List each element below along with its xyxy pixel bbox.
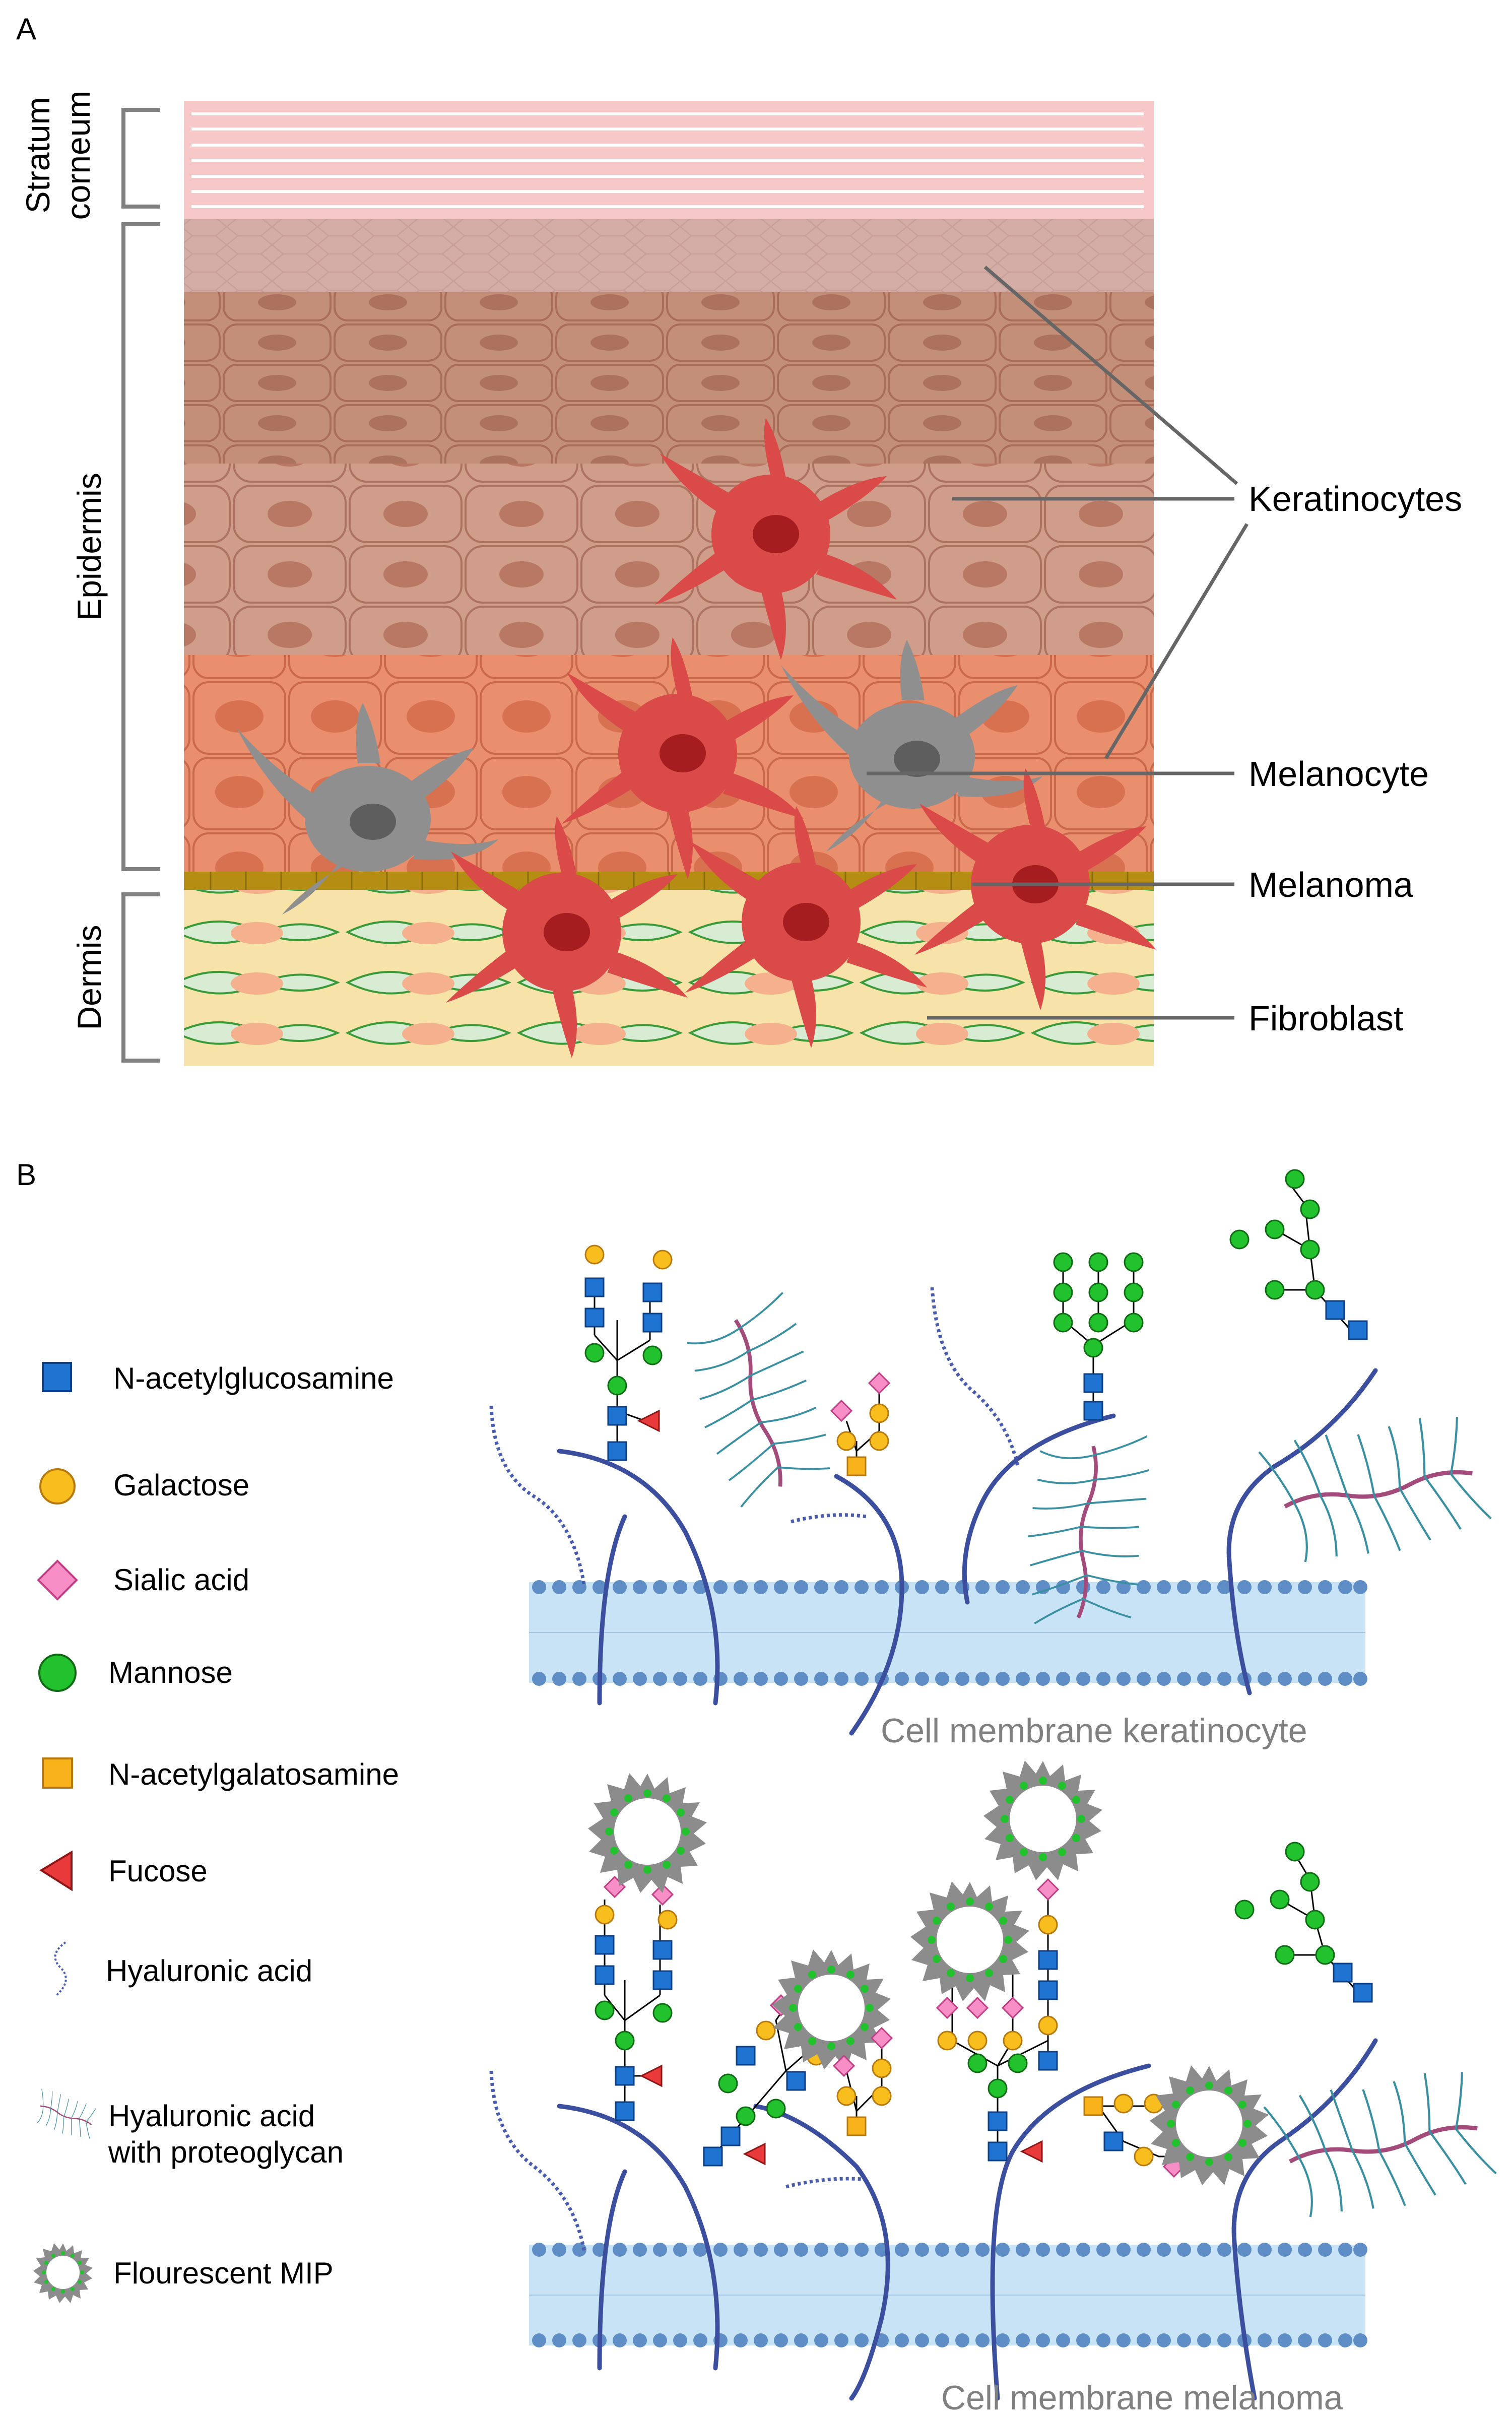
ha-proteoglycan <box>1258 1409 1494 1572</box>
membrane-label-keratinocyte: Cell membrane keratinocyte <box>881 1712 1307 1750</box>
glycan-tree <box>595 1876 678 2121</box>
legend-item-mip: Flourescent MIP <box>33 2243 334 2303</box>
mip-icon <box>33 2243 93 2303</box>
legend-label-mip: Flourescent MIP <box>113 2256 334 2290</box>
fluorescent-mip <box>772 1949 891 2069</box>
legend-item-fucose: Fucose <box>39 1850 208 1891</box>
legend-label-sialic: Sialic acid <box>113 1563 249 1597</box>
panel-label-b: B <box>16 1158 36 1192</box>
layer-brackets <box>121 108 160 1063</box>
glycan-tree <box>584 1245 673 1461</box>
fluorescent-mip <box>983 1760 1102 1880</box>
skin-cross-section <box>184 101 1156 1066</box>
galnac-icon <box>42 1757 73 1789</box>
legend: N-acetylglucosamine Galactose Sialic aci… <box>29 1361 399 2303</box>
glycan-tree <box>936 1965 1049 2163</box>
fucose-icon <box>39 1850 73 1891</box>
legend-label-hap-line1: Hyaluronic acid <box>108 2099 315 2133</box>
hyaluronic-acid-icon <box>54 1941 67 1996</box>
legend-item-mannose: Mannose <box>38 1654 233 1692</box>
melanoma-membrane-scene: Cell membrane melanoma <box>489 1760 1499 2417</box>
hyaluronic-acid-bottom <box>489 2070 862 2253</box>
legend-label-glcnac: N-acetylglucosamine <box>113 1361 394 1395</box>
legend-item-sialic: Sialic acid <box>37 1559 249 1601</box>
legend-item-glcnac: N-acetylglucosamine <box>42 1361 394 1395</box>
legend-label-ha: Hyaluronic acid <box>106 1954 312 1988</box>
dermis-label: Dermis <box>71 925 108 1030</box>
galactose-icon <box>39 1468 76 1505</box>
fluorescent-mip <box>910 1881 1029 2001</box>
callout-fibroblast: Fibroblast <box>1248 999 1403 1038</box>
panel-label-a: A <box>16 12 36 46</box>
glycan-tree <box>833 2027 893 2136</box>
glycan-tree <box>1234 1842 1373 2003</box>
legend-item-ha-proteoglycan: Hyaluronic acid with proteoglycan <box>29 2086 344 2169</box>
membrane-label-melanoma: Cell membrane melanoma <box>941 2379 1343 2417</box>
epidermis-label: Epidermis <box>71 473 108 620</box>
legend-label-fucose: Fucose <box>108 1854 208 1888</box>
glycan-tree <box>1053 1252 1144 1421</box>
fluorescent-mip <box>588 1773 707 1893</box>
callout-melanoma: Melanoma <box>1248 865 1413 904</box>
hyaluronic-acid-top <box>489 1287 1020 1588</box>
stratum-label-line1: Stratum <box>19 97 56 213</box>
keratinocyte-membrane-scene: Cell membrane keratinocyte <box>489 1169 1494 1750</box>
legend-label-hap-line2: with proteoglycan <box>108 2135 344 2169</box>
sialic-acid-icon <box>37 1559 78 1601</box>
callout-lines <box>867 266 1248 1020</box>
glycan-tree <box>1229 1169 1368 1340</box>
glycan-tree <box>1037 1878 1059 2071</box>
legend-item-galnac: N-acetylgalatosamine <box>42 1757 399 1791</box>
ha-proteoglycan <box>677 1291 838 1511</box>
protein-chains-top <box>557 1368 1378 1736</box>
callout-keratinocytes: Keratinocytes <box>1248 479 1462 518</box>
callout-melanocyte: Melanocyte <box>1248 754 1429 794</box>
proteoglycan-icon <box>29 2086 101 2144</box>
legend-label-mannose: Mannose <box>108 1656 233 1689</box>
glycan-tree <box>830 1372 890 1476</box>
legend-item-galactose: Galactose <box>39 1468 249 1505</box>
legend-item-ha: Hyaluronic acid <box>54 1941 312 1996</box>
mannose-icon <box>38 1654 77 1692</box>
legend-label-galactose: Galactose <box>113 1468 249 1502</box>
stratum-label-line2: corneum <box>59 91 97 220</box>
glcnac-icon <box>42 1362 72 1392</box>
legend-label-galnac: N-acetylgalatosamine <box>108 1757 399 1791</box>
cell-membrane-keratinocyte <box>529 1582 1366 1683</box>
ha-proteoglycan <box>1263 2064 1499 2227</box>
